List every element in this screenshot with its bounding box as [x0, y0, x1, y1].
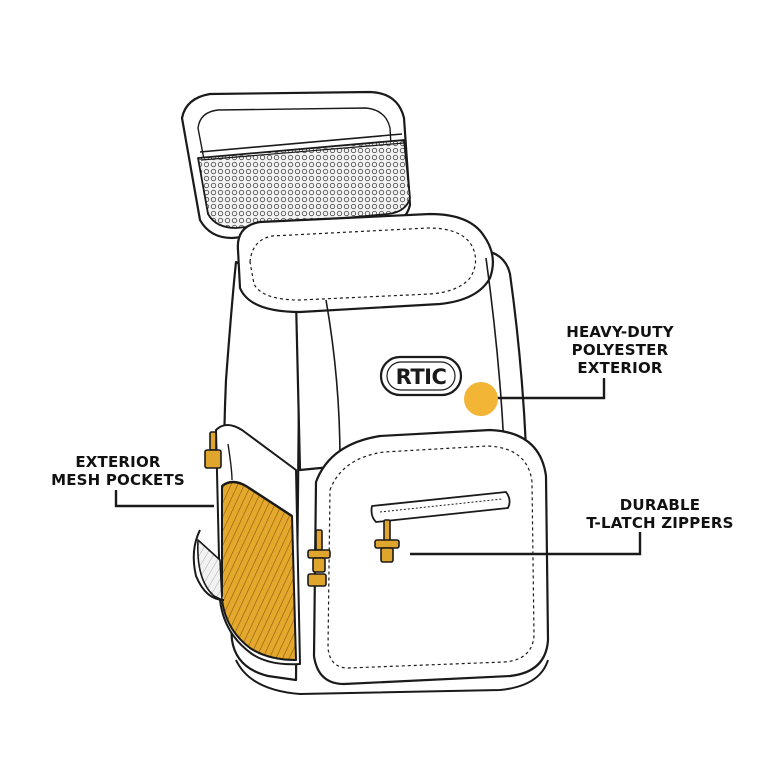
side-zipper-pull — [307, 529, 331, 587]
mesh-pockets-line-1: EXTERIOR — [75, 453, 161, 471]
zippers-line-1: DURABLE — [619, 496, 701, 514]
mesh-pockets-callout: EXTERIOR MESH POCKETS — [28, 453, 208, 489]
heavy-duty-line-3: EXTERIOR — [577, 359, 663, 377]
brand-badge: RTIC — [379, 355, 463, 397]
zippers-callout: DURABLE T-LATCH ZIPPERS — [560, 496, 760, 532]
zipper-pulls — [204, 431, 400, 587]
mesh-pockets-leader-line — [114, 490, 214, 508]
zippers-leader-line — [410, 532, 642, 556]
front-pocket — [312, 428, 550, 686]
bottom-base — [235, 659, 549, 696]
callout-leaders — [114, 378, 642, 556]
heavy-duty-line-1: HEAVY-DUTY — [566, 323, 674, 341]
lid — [180, 90, 412, 240]
mesh-pockets-line-2: MESH POCKETS — [51, 471, 185, 489]
heavy-duty-marker-dot — [464, 382, 498, 416]
brand-logo-text: RTIC — [396, 365, 447, 389]
heavy-duty-leader-line — [486, 378, 606, 400]
mesh-pocket-zipper-pull — [204, 431, 222, 469]
front-pocket-zipper-pull — [374, 519, 400, 563]
zippers-line-2: T-LATCH ZIPPERS — [586, 514, 734, 532]
lid-mesh-pocket — [197, 139, 411, 229]
heavy-duty-callout: HEAVY-DUTY POLYESTER EXTERIOR — [520, 323, 720, 377]
heavy-duty-line-2: POLYESTER — [571, 341, 669, 359]
side-mesh-pocket — [192, 424, 301, 666]
